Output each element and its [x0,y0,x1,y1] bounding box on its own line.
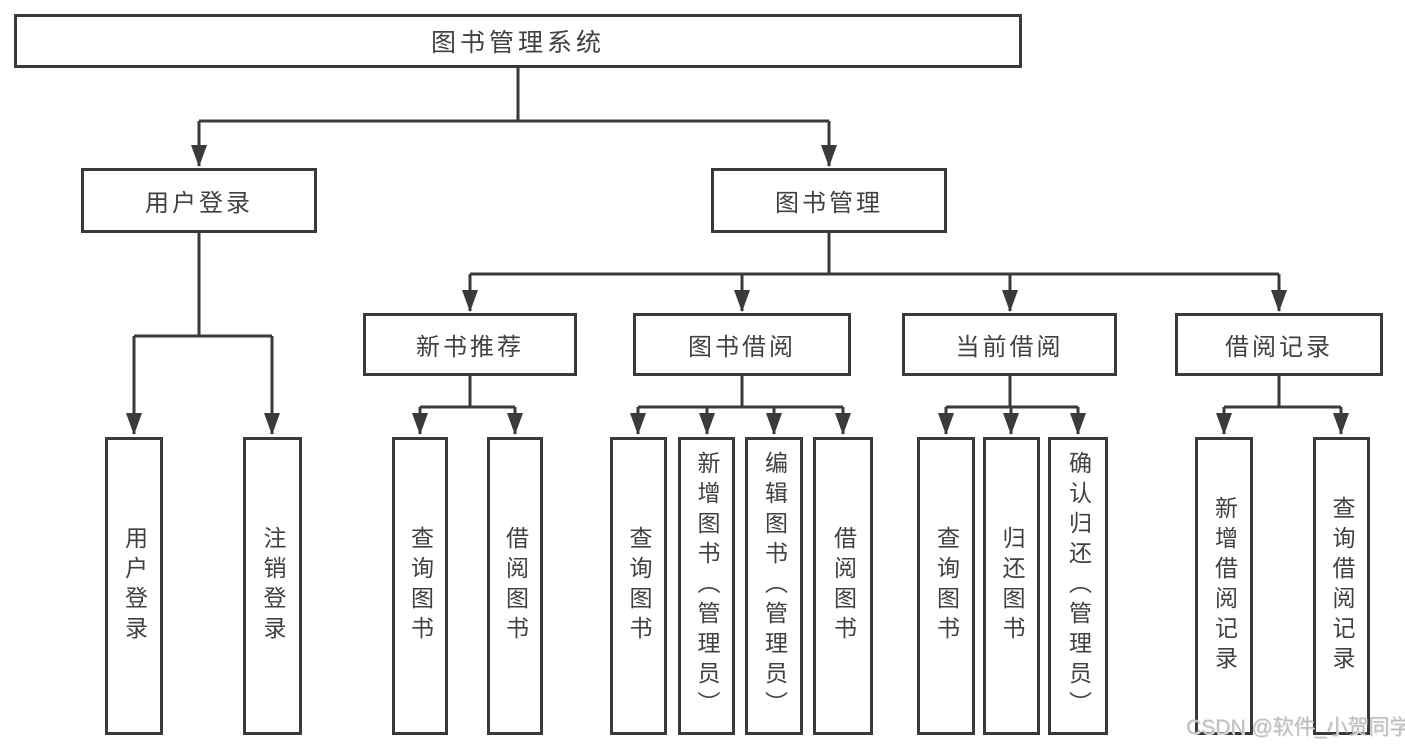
node-root: 图书管理系统 [14,14,1022,68]
node-borrow-records: 借阅记录 [1175,313,1383,376]
leaf-cb-confirm-return-label: 确认归还（管理员） [1065,451,1092,721]
leaf-nb-borrow-books: 借阅图书 [487,437,543,735]
node-new-book-recommend: 新书推荐 [363,313,577,376]
leaf-cb-return-books: 归还图书 [983,437,1040,735]
leaf-bb-edit-books-label: 编辑图书（管理员） [761,451,788,721]
leaf-nb-borrow-books-label: 借阅图书 [502,526,529,646]
leaf-cb-query-books: 查询图书 [917,437,975,735]
leaf-user-login: 用户登录 [105,437,163,735]
leaf-logout-label: 注销登录 [260,526,286,646]
leaf-bb-edit-books: 编辑图书（管理员） [745,437,803,735]
node-book-management: 图书管理 [711,168,947,233]
leaf-cb-return-books-label: 归还图书 [999,526,1025,646]
leaf-cb-query-books-label: 查询图书 [933,526,960,646]
leaf-br-query-record-label: 查询借阅记录 [1329,496,1355,676]
node-current-borrow: 当前借阅 [902,313,1117,376]
node-user-login: 用户登录 [81,168,317,233]
leaf-bb-query-books: 查询图书 [610,437,667,735]
leaf-cb-confirm-return: 确认归还（管理员） [1048,437,1108,735]
csdn-watermark: CSDN @软件_小贺同学 [1186,716,1405,739]
leaf-br-query-record: 查询借阅记录 [1313,437,1370,735]
leaf-br-add-record: 新增借阅记录 [1195,437,1253,735]
leaf-bb-add-books: 新增图书（管理员） [678,437,735,735]
leaf-logout: 注销登录 [243,437,302,735]
node-book-borrow: 图书借阅 [633,313,851,376]
leaf-user-login-label: 用户登录 [121,526,148,646]
leaf-nb-query-books-label: 查询图书 [407,526,434,646]
leaf-br-add-record-label: 新增借阅记录 [1211,496,1238,676]
leaf-bb-add-books-label: 新增图书（管理员） [694,451,720,721]
leaf-bb-borrow-books-label: 借阅图书 [830,526,857,646]
leaf-bb-query-books-label: 查询图书 [626,526,652,646]
leaf-bb-borrow-books: 借阅图书 [813,437,873,735]
leaf-nb-query-books: 查询图书 [392,437,448,735]
